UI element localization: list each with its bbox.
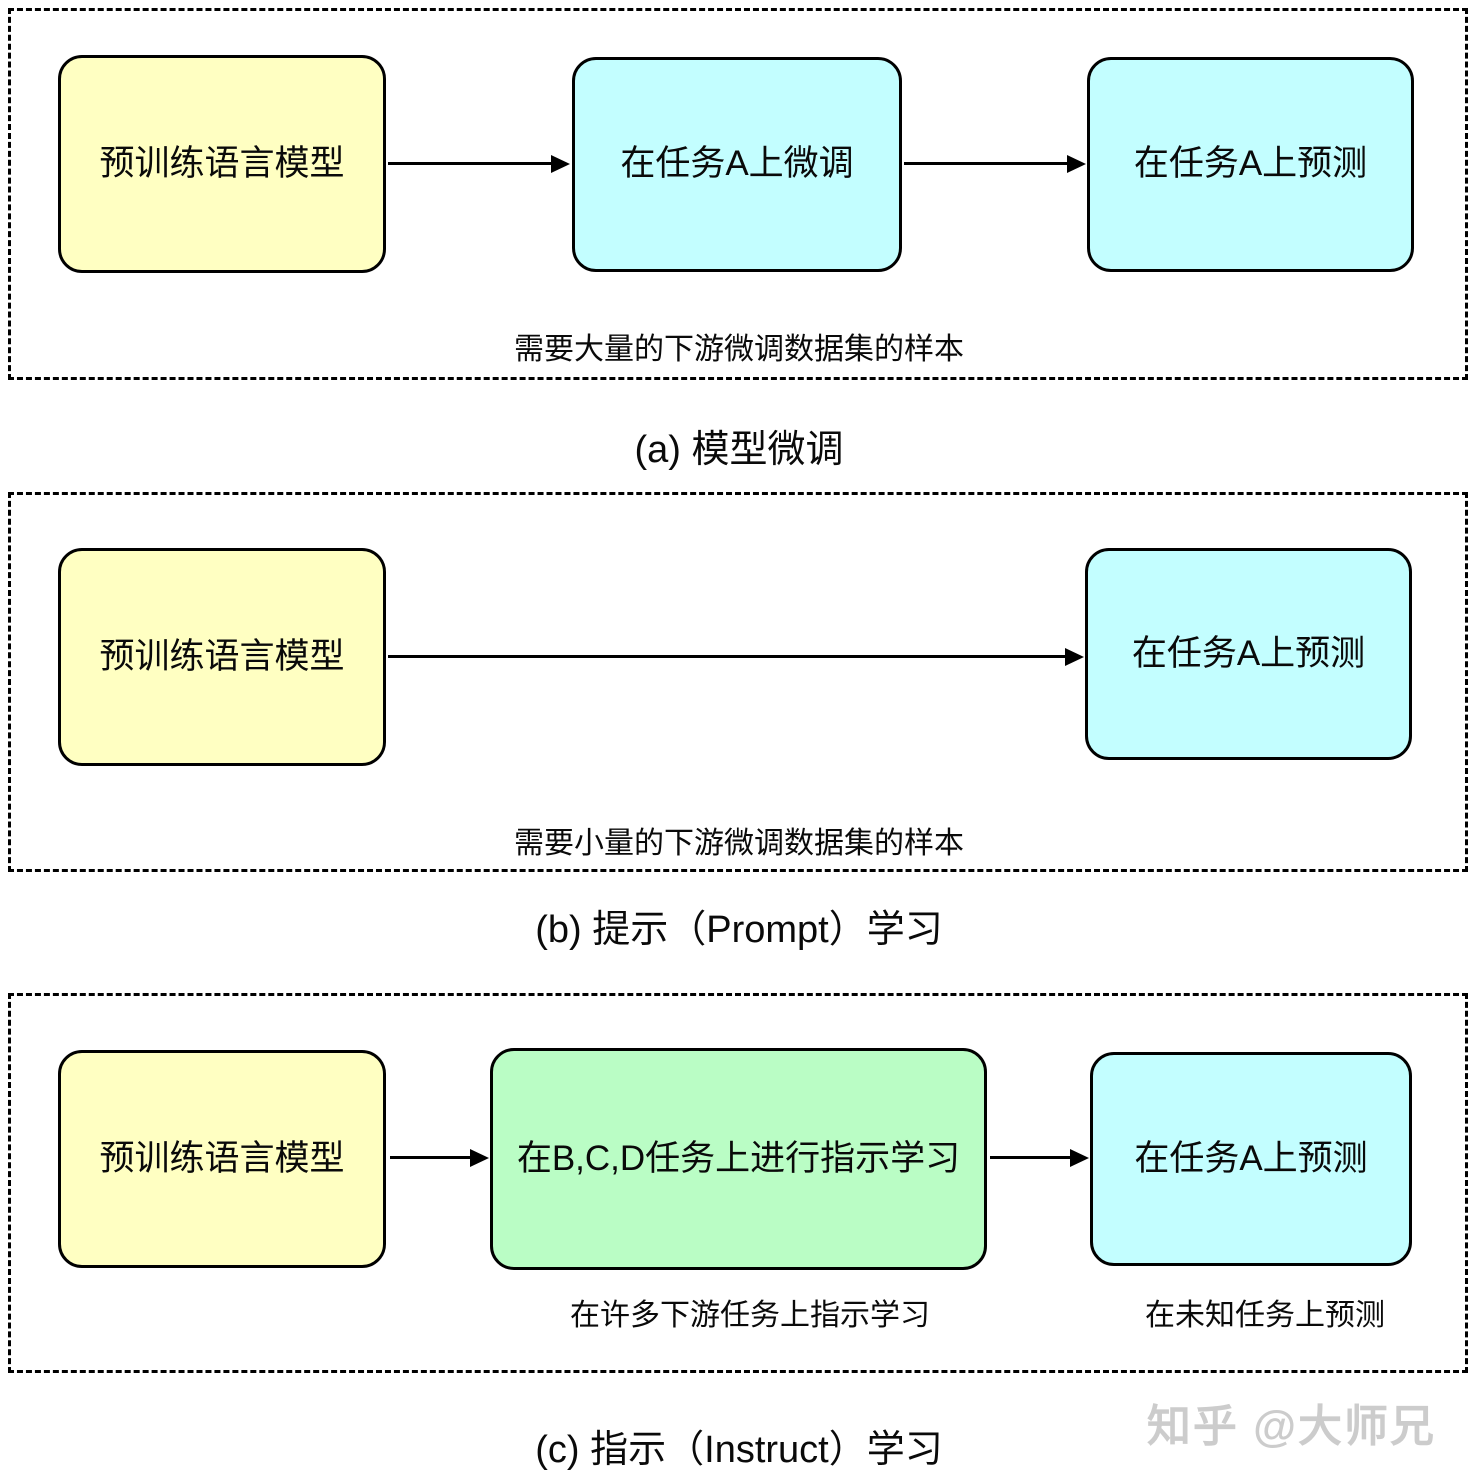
finetune-task-a-label: 在任务A上微调 <box>620 144 854 184</box>
pretrained-model-label-b: 预训练语言模型 <box>99 636 345 676</box>
instruct-tasks-bcd-label: 在B,C,D任务上进行指示学习 <box>516 1138 961 1178</box>
pretrained-model-box-a: 预训练语言模型 <box>58 55 386 273</box>
instruct-tasks-bcd-box: 在B,C,D任务上进行指示学习 <box>490 1048 987 1270</box>
pretrained-model-box-b: 预训练语言模型 <box>58 548 386 766</box>
panel-b-title: (b) 提示（Prompt）学习 <box>535 909 943 951</box>
arrow-instruct-to-predict <box>990 1156 1071 1159</box>
arrow-pretrain-to-finetune <box>388 162 552 165</box>
arrow-pretrain-to-instruct <box>390 1156 471 1159</box>
panel-a-caption: 需要大量的下游微调数据集的样本 <box>514 333 964 366</box>
predict-task-a-label-b: 在任务A上预测 <box>1131 633 1366 673</box>
panel-c-instruct-learning <box>8 993 1468 1373</box>
panel-b-caption: 需要小量的下游微调数据集的样本 <box>514 827 964 860</box>
pretrained-model-box-c: 预训练语言模型 <box>58 1050 386 1268</box>
predict-task-a-box-a: 在任务A上预测 <box>1087 57 1414 272</box>
instruct-tasks-caption: 在许多下游任务上指示学习 <box>570 1299 930 1332</box>
panel-b-prompt-learning <box>8 492 1468 872</box>
pretrained-model-label-a: 预训练语言模型 <box>99 143 345 183</box>
predict-task-a-box-c: 在任务A上预测 <box>1090 1052 1412 1266</box>
predict-task-a-label-c: 在任务A上预测 <box>1134 1138 1368 1178</box>
unknown-task-caption: 在未知任务上预测 <box>1145 1299 1385 1332</box>
arrow-pretrain-to-predict-b <box>388 655 1066 658</box>
pretrained-model-label-c: 预训练语言模型 <box>99 1138 345 1178</box>
predict-task-a-label-a: 在任务A上预测 <box>1133 144 1368 184</box>
predict-task-a-box-b: 在任务A上预测 <box>1085 548 1412 760</box>
panel-a-model-finetune <box>8 8 1468 380</box>
panel-a-title: (a) 模型微调 <box>634 429 844 471</box>
arrow-finetune-to-predict <box>904 162 1068 165</box>
zhihu-watermark: 知乎 @大师兄 <box>1146 1402 1436 1451</box>
panel-c-title: (c) 指示（Instruct）学习 <box>535 1429 943 1471</box>
finetune-task-a-box: 在任务A上微调 <box>572 57 902 272</box>
